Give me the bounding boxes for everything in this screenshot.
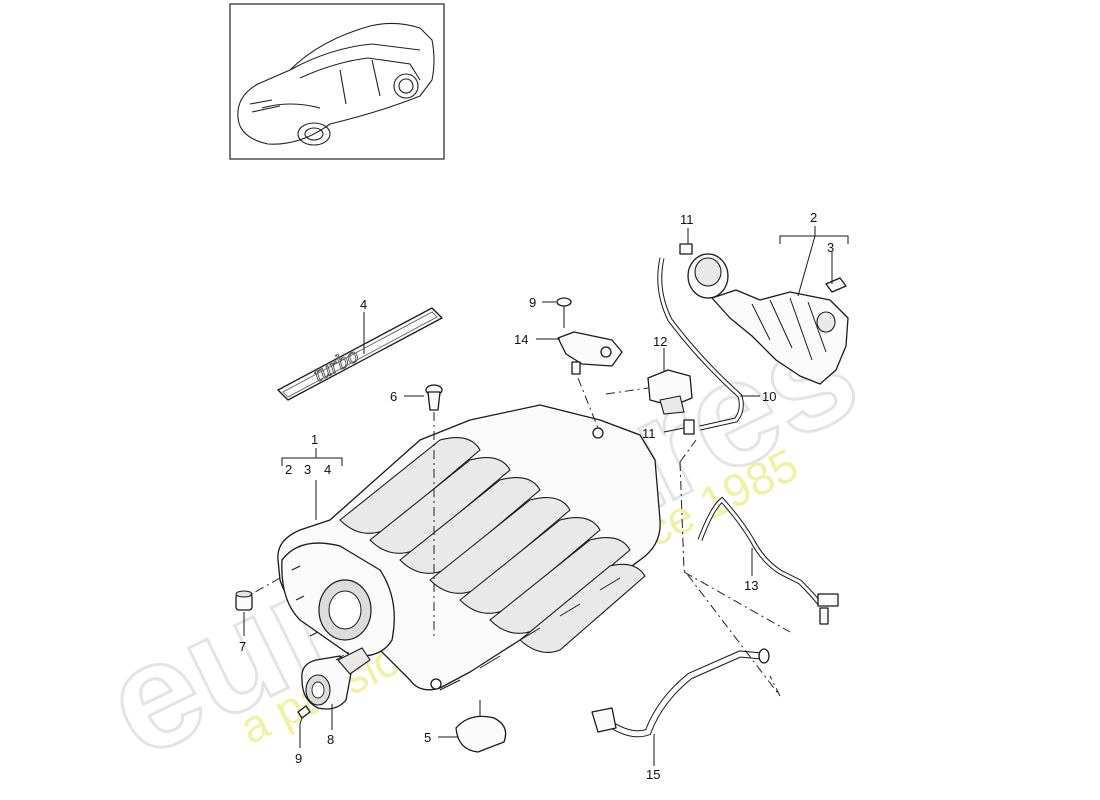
callout-3-sub: 3 <box>304 462 311 477</box>
plug <box>425 384 443 640</box>
callout-4-sub: 4 <box>324 462 331 477</box>
pressure-sensor <box>557 331 623 375</box>
throttle-body <box>301 647 371 710</box>
callout-13: 13 <box>744 578 758 593</box>
callout-3-top: 3 <box>827 240 834 255</box>
assembly-lines <box>247 387 791 697</box>
callouts: 1 2 3 4 2 3 4 5 6 7 8 9 9 10 11 11 12 13… <box>239 210 834 782</box>
callout-2-top: 2 <box>810 210 817 225</box>
intake-manifold <box>277 404 661 691</box>
vent-pipe <box>697 496 839 625</box>
gasket <box>455 700 507 753</box>
callout-12: 12 <box>653 334 667 349</box>
callout-1: 1 <box>311 432 318 447</box>
callout-4-plate: 4 <box>360 297 367 312</box>
callout-8: 8 <box>327 732 334 747</box>
cap <box>235 590 253 611</box>
actuator-assembly <box>687 253 849 385</box>
solenoid-valve <box>647 369 695 435</box>
car-icon <box>237 22 435 146</box>
turbo-nameplate: turbo <box>277 307 443 401</box>
callout-10: 10 <box>762 389 776 404</box>
callout-11-top: 11 <box>680 212 694 227</box>
callout-14: 14 <box>514 332 528 347</box>
screw-top <box>556 297 572 328</box>
vacuum-hose <box>657 243 744 431</box>
callout-15: 15 <box>646 767 660 782</box>
callout-6: 6 <box>390 389 397 404</box>
vehicle-thumbnail <box>229 3 445 160</box>
callout-9-bottom: 9 <box>295 751 302 766</box>
callout-7: 7 <box>239 639 246 654</box>
callout-9-top: 9 <box>529 295 536 310</box>
hose <box>591 648 770 738</box>
callout-2-sub: 2 <box>285 462 292 477</box>
screw-bottom <box>297 705 311 725</box>
leader-lines <box>243 226 849 766</box>
sensor-dash-line <box>577 377 599 429</box>
callout-11-bottom: 11 <box>642 426 656 441</box>
callout-5: 5 <box>424 730 431 745</box>
